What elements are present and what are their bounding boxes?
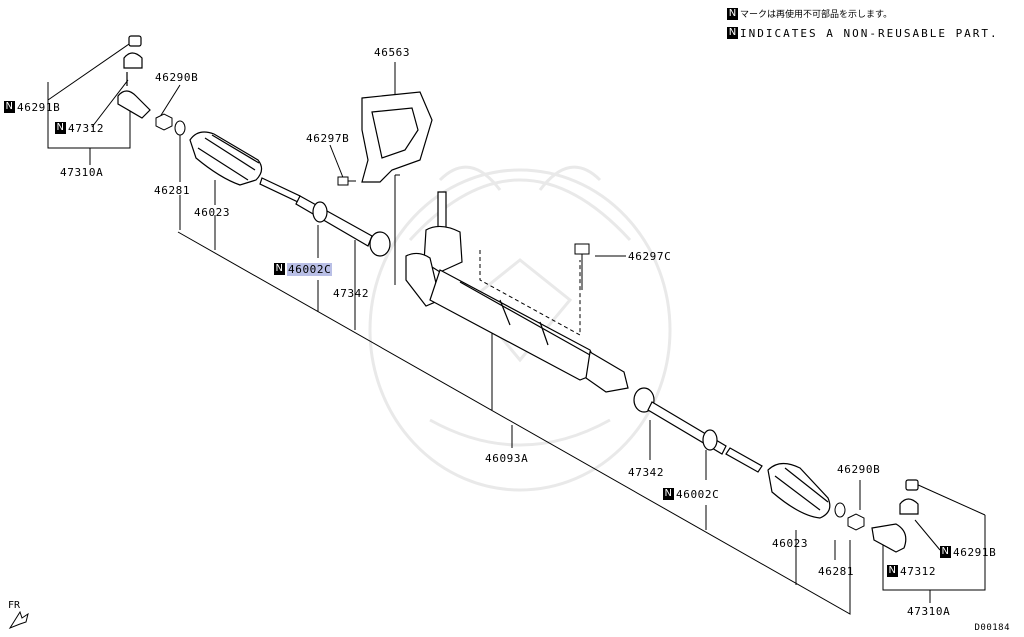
bolt-46297b — [337, 176, 356, 186]
n-mark-icon: N — [274, 263, 285, 275]
label-46002c-left-highlighted: 46002C — [287, 263, 333, 276]
label-46093a[interactable]: 46093A — [485, 452, 529, 465]
n-mark-icon: N — [940, 546, 951, 558]
n-mark-icon: N — [887, 565, 898, 577]
label-47342-right[interactable]: 47342 — [628, 466, 665, 479]
label-46281-left[interactable]: 46281 — [154, 184, 191, 197]
label-46297c[interactable]: 46297C — [628, 250, 672, 263]
label-47310a-left[interactable]: 47310A — [60, 166, 104, 179]
fr-arrow-icon — [8, 610, 29, 630]
label-47310a-right[interactable]: 47310A — [907, 605, 951, 618]
label-46290b-left[interactable]: 46290B — [155, 71, 199, 84]
n-mark-icon: N — [4, 101, 15, 113]
n-mark-icon: N — [663, 488, 674, 500]
diagram-code: D00184 — [974, 623, 1010, 633]
bracket-left-tierod — [47, 82, 131, 149]
label-46023-right[interactable]: 46023 — [772, 537, 809, 550]
nut-right — [834, 502, 865, 531]
orientation-label: FR — [8, 600, 21, 611]
watermark-emblem — [368, 165, 672, 492]
n-mark-icon: N — [55, 122, 66, 134]
rack-housing-46093a — [405, 191, 629, 393]
nut-left — [155, 113, 186, 136]
legend-english-text: INDICATES A NON-REUSABLE PART. — [740, 27, 999, 40]
label-46023-left[interactable]: 46023 — [194, 206, 231, 219]
bolt-46297c — [574, 243, 590, 290]
inner-tie-rod-left — [259, 177, 391, 257]
baseline-left — [177, 231, 851, 615]
n-mark-icon: N — [727, 27, 738, 39]
n-mark-icon: N — [727, 8, 738, 20]
boot-right — [767, 462, 831, 519]
tie-rod-end-left — [117, 35, 151, 119]
legend-japanese-text: マークは再使用不可部品を示します。 — [740, 10, 893, 20]
insulator-46563 — [361, 91, 433, 183]
label-47342-left[interactable]: 47342 — [333, 287, 370, 300]
label-46281-right[interactable]: 46281 — [818, 565, 855, 578]
bracket-right-tierod — [882, 515, 986, 591]
label-46297b[interactable]: 46297B — [306, 132, 350, 145]
tie-rod-end-right — [871, 479, 919, 553]
boot-left — [189, 131, 263, 186]
label-46290b-right[interactable]: 46290B — [837, 463, 881, 476]
inner-tie-rod-right — [633, 387, 763, 473]
label-46563[interactable]: 46563 — [374, 46, 411, 59]
